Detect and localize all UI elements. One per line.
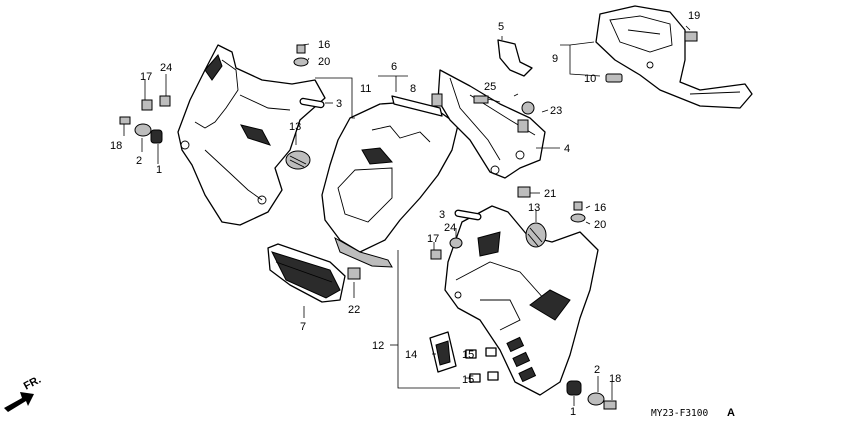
- callout-4: 4: [564, 143, 570, 155]
- inner-panel: [595, 5, 753, 109]
- callout-22: 22: [348, 304, 360, 316]
- leader-lines: [123, 25, 691, 406]
- callout-25: 25: [484, 81, 496, 93]
- callout-18: 18: [110, 140, 122, 152]
- right-middle-cowl: [444, 205, 599, 396]
- callout-13: 13: [528, 202, 540, 214]
- callout-20: 20: [318, 56, 330, 68]
- grommet-13-right: [525, 222, 547, 248]
- direction-label: FR.: [22, 374, 43, 393]
- callout-14: 14: [405, 349, 417, 361]
- callout-17: 17: [427, 233, 439, 245]
- nut-23: [521, 101, 535, 115]
- callout-8: 8: [410, 83, 416, 95]
- callout-10: 10: [584, 73, 596, 85]
- grommet-13-left: [285, 150, 311, 170]
- callout-3: 3: [439, 209, 445, 221]
- callout-15: 15: [462, 374, 474, 386]
- cowl-stay: [431, 69, 546, 179]
- callout-24: 24: [444, 222, 456, 234]
- revision-mark: A: [727, 407, 735, 419]
- screen-strip: [391, 95, 443, 117]
- callout-16: 16: [318, 39, 330, 51]
- callout-12: 12: [372, 340, 384, 352]
- front-direction-arrow: FR.: [4, 374, 43, 412]
- grommet-10: [605, 73, 623, 83]
- callout-1: 1: [570, 406, 576, 418]
- callout-16: 16: [594, 202, 606, 214]
- cowl-bolt-25: [473, 95, 501, 104]
- callout-7: 7: [300, 321, 306, 333]
- callout-6: 6: [391, 61, 397, 73]
- callout-23: 23: [550, 105, 562, 117]
- callout-3: 3: [336, 98, 342, 110]
- callout-1: 1: [156, 164, 162, 176]
- callout-5: 5: [498, 21, 504, 33]
- callout-13: 13: [289, 121, 301, 133]
- callout-2: 2: [136, 155, 142, 167]
- callout-18: 18: [609, 373, 621, 385]
- callout-11: 11: [360, 83, 371, 95]
- lower-spoiler: [267, 243, 346, 303]
- fasteners: [119, 31, 698, 410]
- callout-24: 24: [160, 62, 172, 74]
- emblem-plate: [429, 331, 457, 373]
- callout-labels: 1 1 2 2 3 3 4 5 6 7 8 9 10 11 12 13 13 1…: [110, 10, 700, 418]
- callout-15: 15: [462, 349, 474, 361]
- left-upper-cowl: [177, 44, 326, 226]
- callout-19: 19: [688, 10, 700, 22]
- callout-17: 17: [140, 71, 152, 83]
- callout-9: 9: [552, 53, 558, 65]
- callout-21: 21: [544, 188, 556, 200]
- callout-20: 20: [594, 219, 606, 231]
- small-bracket: [497, 39, 533, 77]
- front-cowl: [321, 101, 459, 268]
- part-code: MY23-F3100: [651, 408, 708, 419]
- callout-2: 2: [594, 364, 600, 376]
